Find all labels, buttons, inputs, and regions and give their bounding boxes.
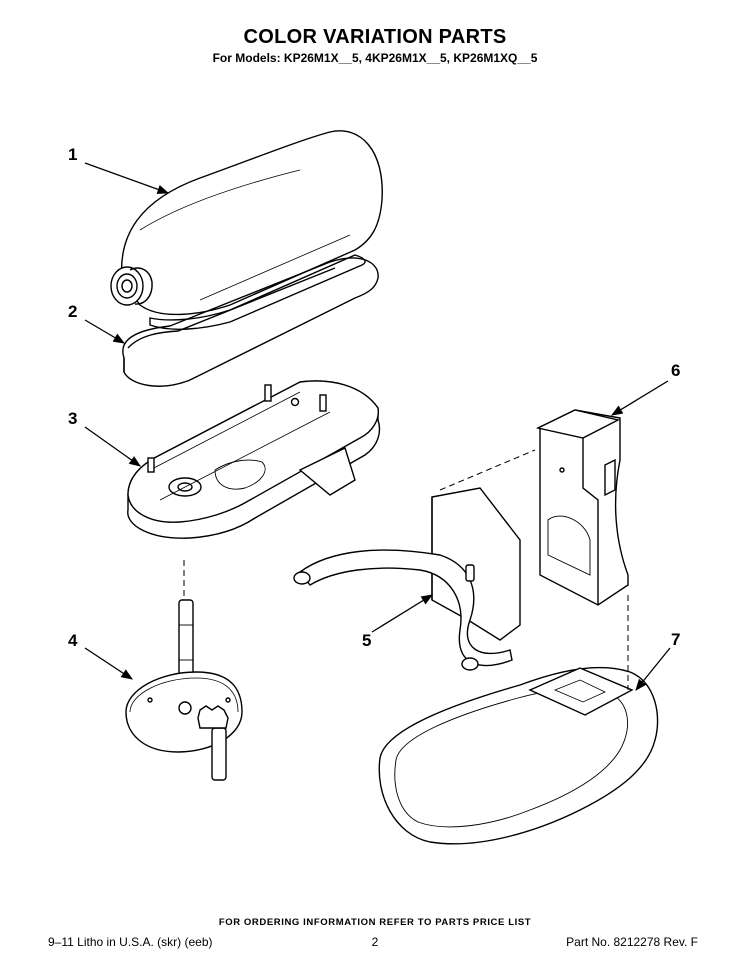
bowl-support-arm-icon[interactable]	[293, 487, 521, 671]
callout-leaders	[84, 162, 671, 691]
callout-2: 2	[68, 302, 78, 321]
models-subtitle: For Models: KP26M1X__5, 4KP26M1X__5, KP2…	[212, 51, 538, 65]
callout-7: 7	[671, 630, 681, 649]
housing-band-icon[interactable]	[122, 257, 379, 387]
callout-4: 4	[68, 631, 78, 650]
callout-5: 5	[362, 631, 372, 650]
column-pedestal-icon[interactable]	[535, 409, 629, 606]
part-number: Part No. 8212278 Rev. F	[566, 935, 698, 949]
page-title: COLOR VARIATION PARTS	[243, 26, 507, 48]
motor-housing-cover-icon[interactable]	[110, 130, 383, 330]
litho-info: 9–11 Litho in U.S.A. (skr) (eeb)	[48, 935, 213, 949]
alignment-guides	[183, 449, 629, 690]
planetary-drive-icon[interactable]	[125, 599, 243, 781]
ordering-notice: FOR ORDERING INFORMATION REFER TO PARTS …	[218, 917, 532, 928]
page-number: 2	[371, 935, 379, 949]
base-icon[interactable]	[378, 666, 659, 845]
callout-3: 3	[68, 409, 78, 428]
gear-housing-icon[interactable]	[127, 380, 381, 539]
callout-6: 6	[671, 361, 681, 380]
callout-1: 1	[68, 145, 78, 164]
